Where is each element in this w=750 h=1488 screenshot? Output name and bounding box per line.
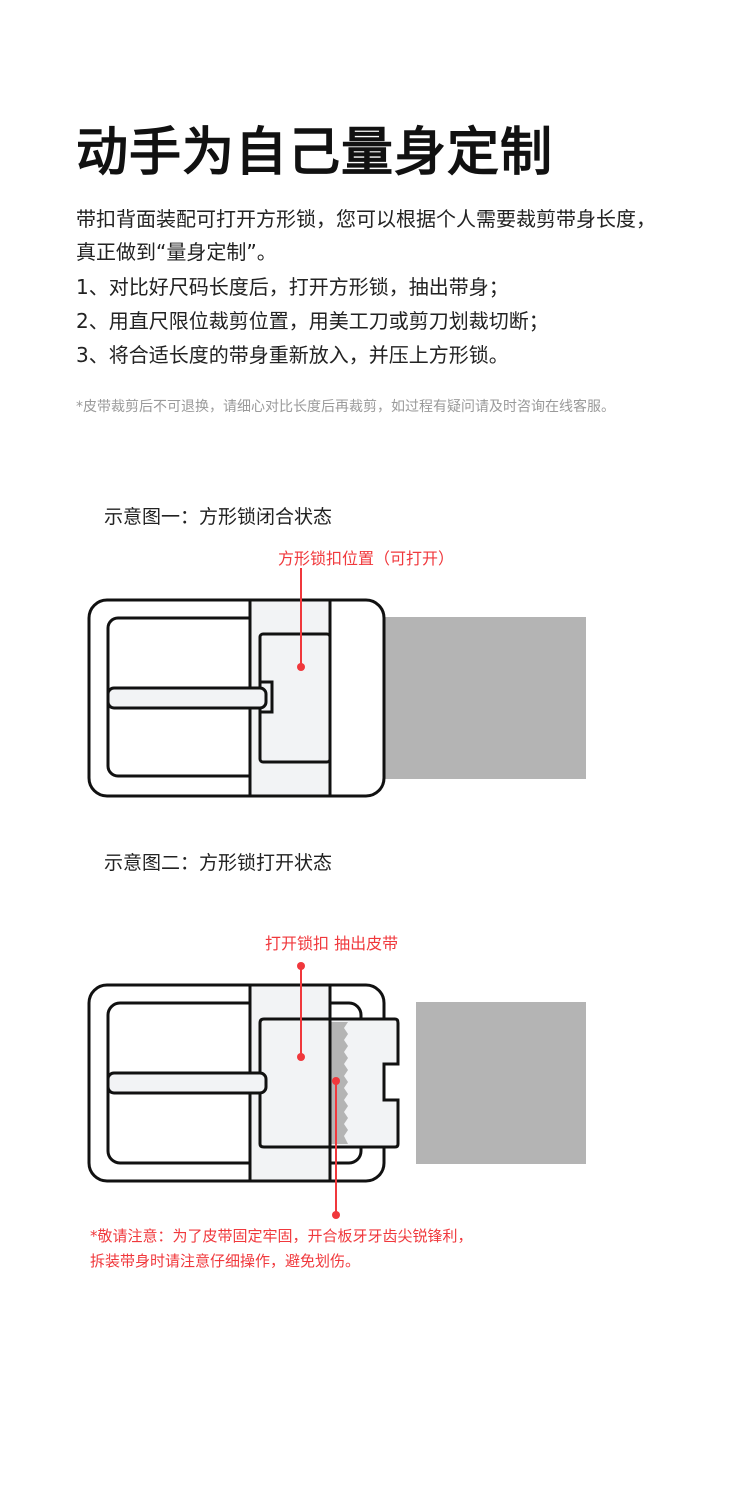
- step-3: 3、将合适长度的带身重新放入，并压上方形锁。: [76, 343, 509, 367]
- disclaimer-note: *皮带裁剪后不可退换，请细心对比长度后再裁剪，如过程有疑问请及时咨询在线客服。: [76, 399, 615, 415]
- step-2: 2、用直尺限位裁剪位置，用美工刀或剪刀划裁切断；: [76, 309, 549, 333]
- diagram2-label: 打开锁扣 抽出皮带: [265, 934, 399, 953]
- warning-line-1: *敬请注意：为了皮带固定牢固，开合板牙牙齿尖锐锋利，: [90, 1227, 473, 1245]
- diagram2-caption: 示意图二：方形锁打开状态: [104, 852, 333, 874]
- buckle-pin: [106, 1071, 268, 1095]
- buckle-pin: [106, 686, 268, 710]
- diagram1-label: 方形锁扣位置（可打开）: [278, 549, 455, 568]
- intro-line-1: 带扣背面装配可打开方形锁，您可以根据个人需要裁剪带身长度，: [76, 207, 656, 231]
- diagram-closed: [87, 568, 586, 798]
- step-1: 1、对比好尺码长度后，打开方形锁，抽出带身；: [76, 275, 509, 299]
- warning-line-2: 拆装带身时请注意仔细操作，避免划伤。: [90, 1252, 361, 1270]
- diagram-open: [87, 962, 586, 1219]
- intro-line-2: 真正做到“量身定制”。: [76, 240, 277, 264]
- marker-dot: [297, 663, 305, 671]
- belt-strap: [416, 1002, 586, 1164]
- page-title: 动手为自己量身定制: [76, 123, 554, 183]
- diagram1-caption: 示意图一：方形锁闭合状态: [104, 506, 333, 528]
